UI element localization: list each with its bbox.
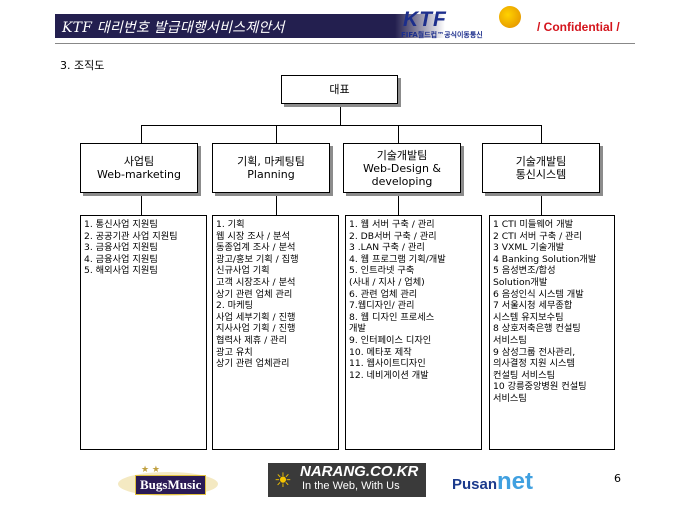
dept-name: 기획, 마케팅팀 — [237, 155, 305, 168]
dept-subname: Web-marketing — [97, 168, 181, 181]
list-item: 2. DB서버 구축 / 관리 — [349, 230, 437, 242]
connector-list-1 — [141, 193, 142, 215]
dept-name: 사업팀 — [123, 155, 155, 168]
list-item: 6. 관련 업체 관리 — [349, 288, 418, 300]
list-item: 9. 인터페이스 디자인 — [349, 334, 432, 346]
list-item: 의사결정 지원 시스템 — [493, 358, 575, 370]
list-item: Solution개발 — [493, 276, 548, 288]
list-item: 1. 통신사업 지원팀 — [84, 219, 158, 230]
dept-subname: Web-Design & — [362, 161, 441, 175]
duty-list-planning: 1. 기획 웹 시장 조사 / 분석 동종업계 조사 / 분석 광고/홍보 기획… — [212, 215, 339, 450]
connector-dept-1 — [141, 125, 142, 143]
list-item: 9 삼성그룹 전사관리, — [493, 346, 576, 358]
connector-list-3 — [398, 193, 399, 215]
narang-logo: ☀ NARANG.CO.KR In the Web, With Us — [268, 463, 426, 497]
list-item: 5. 해외사업 지원팀 — [84, 265, 158, 277]
confidential-label: / Confidential / — [537, 20, 620, 34]
list-item: 광고/홍보 기획 / 집행 — [216, 253, 299, 265]
pusannet-logo: Pusannet — [452, 468, 533, 496]
list-item: 10 강릉중앙병원 컨설팅 — [493, 381, 587, 393]
list-item: 6 음성인식 시스템 개발 — [493, 288, 584, 300]
list-item: 10. 메타포 제작 — [349, 346, 412, 358]
connector-root-down — [340, 104, 341, 125]
connector-dept-2 — [276, 125, 277, 143]
dept-subname: developing — [371, 174, 433, 188]
section-title: 3. 조직도 — [60, 59, 105, 72]
ktf-logo-subtitle: FIFA월드컵™공식이동통신 — [401, 31, 483, 39]
list-item: (사내 / 지사 / 업체) — [349, 276, 425, 288]
pusannet-logo-word: Pusan — [452, 476, 498, 493]
list-item: 3 .LAN 구축 / 관리 — [349, 242, 425, 254]
narang-logo-text: NARANG.CO.KR — [300, 463, 419, 480]
bugsmusic-logo-text: BugsMusic — [135, 475, 207, 495]
list-item: 상기 관련 업체관리 — [216, 358, 290, 370]
org-root-label: 대표 — [329, 83, 350, 96]
dept-business: 사업팀 Web-marketing — [80, 143, 198, 193]
org-root-ceo: 대표 — [281, 75, 398, 104]
dept-name: 기술개발팀 — [376, 148, 428, 162]
list-item: 1 CTI 미들웨어 개발 — [493, 219, 574, 230]
dept-name: 기술개발팀 — [515, 155, 567, 168]
dept-web-dev: 기술개발팀 Web-Design & developing — [343, 143, 461, 193]
worldcup-ball-icon — [499, 6, 521, 28]
connector-dept-4 — [541, 125, 542, 143]
dept-telecom: 기술개발팀 통신시스템 — [482, 143, 600, 193]
list-item: 7.웹디자인/ 관리 — [349, 300, 415, 312]
list-item: 상기 관련 업체 관리 — [216, 288, 293, 300]
document-title: KTF 대리번호 발급대행서비스제안서 — [62, 20, 285, 36]
list-item: 1. 기획 — [216, 219, 245, 230]
dept-planning: 기획, 마케팅팀 Planning — [212, 143, 330, 193]
list-item: 4 Banking Solution개발 — [493, 253, 597, 265]
list-item: 4. 웹 프로그램 기획/개발 — [349, 253, 446, 265]
list-item: 광고 유치 — [216, 346, 253, 358]
connector-dept-3 — [398, 125, 399, 143]
list-item: 서비스팀 — [493, 392, 527, 404]
duty-list-telecom: 1 CTI 미들웨어 개발 2 CTI 서버 구축 / 관리 3 VXML 기술… — [489, 215, 615, 450]
duty-list-business: 1. 통신사업 지원팀 2. 공공기관 사업 지원팀 3. 금융사업 지원팀 4… — [80, 215, 207, 450]
ktf-logo: KTF FIFA월드컵™공식이동통신 — [401, 8, 501, 42]
connector-list-2 — [276, 193, 277, 215]
list-item: 3 VXML 기술개발 — [493, 242, 565, 254]
list-item: 고객 시장조사 / 분석 — [216, 276, 296, 288]
header-bar-fade — [395, 14, 445, 38]
list-item: 2. 마케팅 — [216, 300, 254, 312]
narang-slogan: In the Web, With Us — [302, 480, 400, 492]
list-item: 사업 세부기획 / 진행 — [216, 311, 296, 323]
list-item: 신규사업 기획 — [216, 265, 270, 277]
list-item: 서비스팀 — [493, 334, 527, 346]
list-item: 11. 웹사이트디자인 — [349, 358, 426, 370]
connector-horizontal — [141, 125, 541, 126]
list-item: 5. 인트라넷 구축 — [349, 265, 415, 277]
list-item: 4. 금융사업 지원팀 — [84, 253, 158, 265]
dept-subname: 통신시스템 — [515, 168, 567, 181]
svg-text:★ ★: ★ ★ — [141, 465, 160, 475]
list-item: 2 CTI 서버 구축 / 관리 — [493, 230, 582, 242]
list-item: 8 상호저축은행 컨설팅 — [493, 323, 581, 335]
ktf-logo-text: KTF — [403, 8, 447, 31]
list-item: 동종업계 조사 / 분석 — [216, 242, 296, 254]
list-item: 웹 시장 조사 / 분석 — [216, 230, 290, 242]
list-item: 7 서울시청 세무종합 — [493, 300, 573, 312]
list-item: 협력사 제휴 / 관리 — [216, 334, 288, 346]
page-number: 6 — [614, 472, 621, 485]
list-item: 시스템 유지보수팀 — [493, 311, 564, 323]
list-item: 3. 금융사업 지원팀 — [84, 242, 158, 254]
header-bar — [55, 14, 395, 38]
list-item: 8. 웹 디자인 프로세스 — [349, 311, 435, 323]
pusannet-logo-net: net — [497, 468, 534, 495]
list-item: 2. 공공기관 사업 지원팀 — [84, 230, 178, 242]
list-item: 개발 — [349, 323, 366, 335]
list-item: 5 음성변조/합성 — [493, 265, 556, 277]
dept-subname: Planning — [247, 168, 295, 181]
list-item: 컨설팅 서비스팀 — [493, 369, 556, 381]
list-item: 12. 네비게이션 개발 — [349, 369, 429, 381]
bugsmusic-logo: ★ ★ BugsMusic — [113, 462, 223, 500]
header-divider — [55, 43, 635, 44]
connector-list-4 — [541, 193, 542, 215]
list-item: 지사사업 기획 / 진행 — [216, 323, 296, 335]
list-item: 1. 웹 서버 구축 / 관리 — [349, 219, 435, 230]
duty-list-web-dev: 1. 웹 서버 구축 / 관리 2. DB서버 구축 / 관리 3 .LAN 구… — [345, 215, 482, 450]
sun-icon: ☀ — [274, 468, 292, 492]
